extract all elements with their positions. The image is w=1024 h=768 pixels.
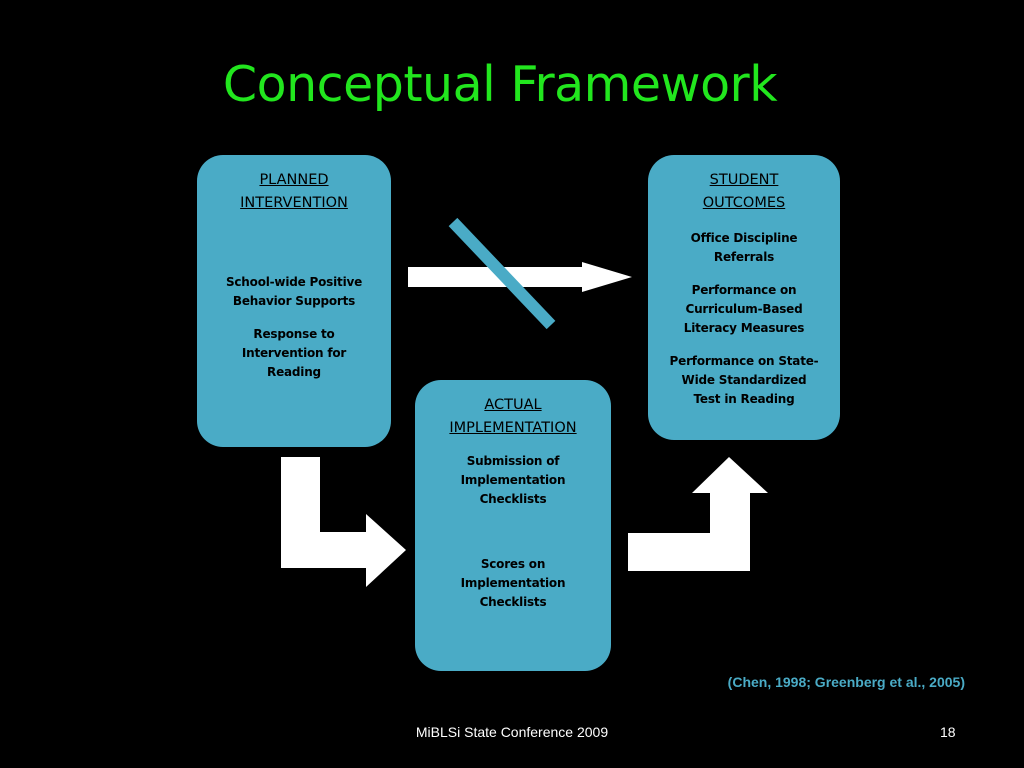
outcomes-item-line: Performance on: [691, 283, 797, 297]
actual-item-line: Checklists: [479, 492, 547, 506]
planned-item-line: Reading: [267, 365, 321, 379]
actual-item-line: Implementation: [460, 473, 566, 487]
outcomes-item-odr: Office Discipline Referrals: [648, 229, 840, 267]
planned-item-line: Behavior Supports: [232, 294, 356, 308]
actual-item-line: Checklists: [479, 595, 547, 609]
planned-heading-line: INTERVENTION: [240, 195, 348, 211]
planned-item-swpbs: School-wide Positive Behavior Supports: [197, 273, 391, 311]
footer-text: MiBLSi State Conference 2009: [415, 724, 609, 740]
citation: (Chen, 1998; Greenberg et al., 2005): [727, 674, 965, 690]
elbow-arrow-left: [281, 457, 406, 587]
planned-item-rti: Response to Intervention for Reading: [197, 325, 391, 382]
outcomes-heading: STUDENT OUTCOMES: [648, 169, 840, 215]
actual-heading-line: IMPLEMENTATION: [449, 420, 577, 436]
actual-implementation-box: ACTUAL IMPLEMENTATION Submission of Impl…: [415, 380, 611, 671]
outcomes-item-line: Referrals: [713, 250, 775, 264]
planned-item-line: School-wide Positive: [225, 275, 363, 289]
actual-item-line: Submission of: [466, 454, 560, 468]
outcomes-heading-line: OUTCOMES: [702, 195, 786, 211]
planned-heading-line: PLANNED: [259, 172, 329, 188]
actual-heading-line: ACTUAL: [484, 397, 542, 413]
actual-item-submission: Submission of Implementation Checklists: [415, 452, 611, 509]
planned-intervention-box: PLANNED INTERVENTION School-wide Positiv…: [197, 155, 391, 447]
direct-arrow: [408, 262, 632, 292]
outcomes-item-cbm: Performance on Curriculum-Based Literacy…: [648, 281, 840, 338]
outcomes-item-line: Office Discipline: [690, 231, 798, 245]
actual-heading: ACTUAL IMPLEMENTATION: [415, 394, 611, 440]
slide-number: 18: [940, 724, 956, 740]
slide-title: Conceptual Framework: [222, 56, 778, 113]
outcomes-item-line: Literacy Measures: [683, 321, 805, 335]
outcomes-heading-line: STUDENT: [709, 172, 779, 188]
student-outcomes-box: STUDENT OUTCOMES Office Discipline Refer…: [648, 155, 840, 440]
outcomes-item-line: Wide Standardized: [681, 373, 807, 387]
actual-item-line: Scores on: [480, 557, 546, 571]
elbow-arrow-right: [628, 457, 768, 571]
outcomes-item-state-test: Performance on State- Wide Standardized …: [648, 352, 840, 409]
outcomes-item-line: Curriculum-Based: [685, 302, 803, 316]
planned-item-line: Intervention for: [241, 346, 347, 360]
actual-item-scores: Scores on Implementation Checklists: [415, 555, 611, 612]
planned-heading: PLANNED INTERVENTION: [197, 169, 391, 215]
actual-item-line: Implementation: [460, 576, 566, 590]
planned-item-line: Response to: [253, 327, 335, 341]
outcomes-item-line: Performance on State-: [669, 354, 819, 368]
outcomes-item-line: Test in Reading: [693, 392, 795, 406]
strike-through-line: [448, 217, 556, 330]
